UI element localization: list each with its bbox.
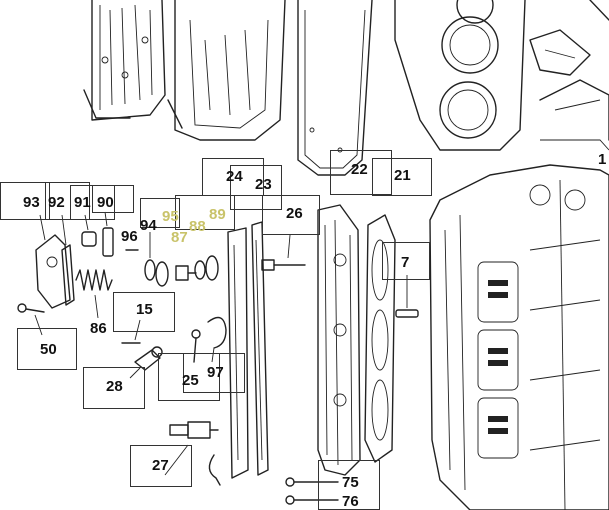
label-86: 86 xyxy=(90,320,107,337)
hook-clip xyxy=(208,454,221,486)
label-25: 25 xyxy=(182,372,199,389)
label-97: 97 xyxy=(207,364,224,381)
label-95: 95 xyxy=(162,208,179,225)
clip-97 xyxy=(207,316,227,363)
label-89: 89 xyxy=(209,206,226,223)
gasket-92 xyxy=(61,214,75,306)
valve-parts-87-89 xyxy=(175,255,219,281)
callout-box-97 xyxy=(183,353,245,393)
callout-box-93 xyxy=(0,182,50,220)
screw-50 xyxy=(17,303,45,336)
plate-24 xyxy=(227,227,249,479)
label-90: 90 xyxy=(97,194,114,211)
label-24: 24 xyxy=(226,168,243,185)
gasket-21 xyxy=(364,214,396,463)
label-15: 15 xyxy=(136,301,153,318)
bolts-75-76 xyxy=(285,477,339,505)
label-87: 87 xyxy=(171,229,188,246)
engine-block xyxy=(429,164,609,510)
label-76: 76 xyxy=(342,493,359,510)
exhaust-manifold-22 xyxy=(317,204,361,476)
label-88: 88 xyxy=(189,218,206,235)
gasket-frame-upper xyxy=(297,0,373,176)
label-26: 26 xyxy=(286,205,303,222)
gasket-23 xyxy=(251,221,269,476)
callout-box-7 xyxy=(382,242,430,280)
bolt-26 xyxy=(261,234,306,271)
callout-box-24 xyxy=(202,158,264,196)
spring-86 xyxy=(75,269,113,319)
callout-box-27 xyxy=(130,445,192,487)
label-21: 21 xyxy=(394,167,411,184)
dowel-pin-7 xyxy=(395,275,419,318)
exhaust-cover-upper-left xyxy=(83,0,166,121)
callout-box-95 xyxy=(140,198,180,228)
callout-box-26 xyxy=(262,195,320,235)
label-96: 96 xyxy=(121,228,138,245)
label-23: 23 xyxy=(255,176,272,193)
label-93: 93 xyxy=(23,194,40,211)
exhaust-plate-upper xyxy=(167,0,286,141)
screw-25 xyxy=(191,329,201,363)
callout-box-21 xyxy=(372,158,432,196)
cylinder-head-upper-right xyxy=(394,0,609,151)
sensor-27 xyxy=(164,421,219,476)
callout-box-22 xyxy=(330,150,392,195)
label-22: 22 xyxy=(351,161,368,178)
label-28: 28 xyxy=(106,378,123,395)
label-94: 94 xyxy=(140,217,157,234)
callout-box-90 xyxy=(92,185,134,213)
label-7: 7 xyxy=(401,254,410,271)
label-50: 50 xyxy=(40,341,57,358)
callout-box-92 xyxy=(45,182,90,220)
valve-parts-94-96 xyxy=(125,232,169,287)
callout-box-23 xyxy=(230,165,282,210)
callout-box-15 xyxy=(113,292,175,332)
pin-15 xyxy=(121,319,141,344)
parts-90-91 xyxy=(81,211,114,257)
callout-box-50 xyxy=(17,328,77,370)
label-75: 75 xyxy=(342,474,359,491)
label-1: 1 xyxy=(598,151,607,168)
label-27: 27 xyxy=(152,457,169,474)
label-91: 91 xyxy=(74,194,91,211)
label-92: 92 xyxy=(48,194,65,211)
callout-box-28 xyxy=(83,367,145,409)
